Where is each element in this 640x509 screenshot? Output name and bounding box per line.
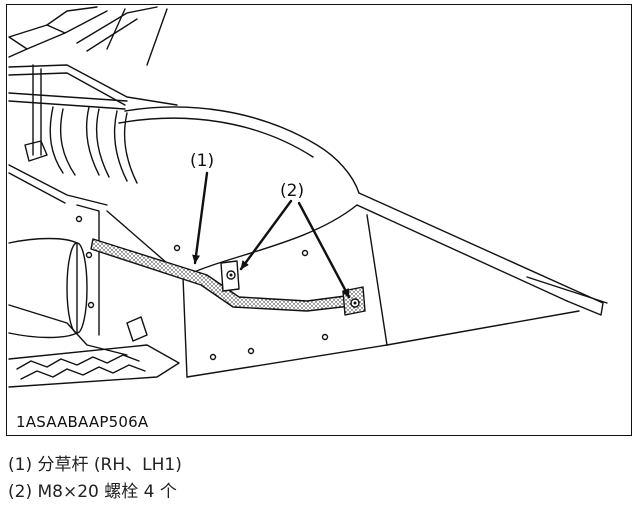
divider-body [106,106,608,378]
bolt-brackets [220,260,360,308]
illustration-frame: (1) (2) 1ASAABAAP506A [6,4,632,436]
callout-1-label: (1) [190,151,215,171]
legend-item-text: M8×20 螺栓 4 个 [37,482,177,502]
callout-2-label: (2) [280,181,305,201]
legend-item-text: 分草杆 (RH、LH1) [37,455,182,475]
legend-item-number: (2) [8,482,33,502]
crawler-track [8,316,180,388]
legend-item: (1) 分草杆 (RH、LH1) [8,452,182,479]
legend-item-number: (1) [8,455,33,475]
auger-drum [8,204,128,356]
legend-item: (2) M8×20 螺栓 4 个 [8,479,182,506]
legend: (1) 分草杆 (RH、LH1) (2) M8×20 螺栓 4 个 [8,452,182,506]
reel-frame [8,6,178,206]
divider-rod-illustration [8,6,608,388]
callout-arrows [192,171,351,299]
figure-id-label: 1ASAABAAP506A [16,413,149,431]
